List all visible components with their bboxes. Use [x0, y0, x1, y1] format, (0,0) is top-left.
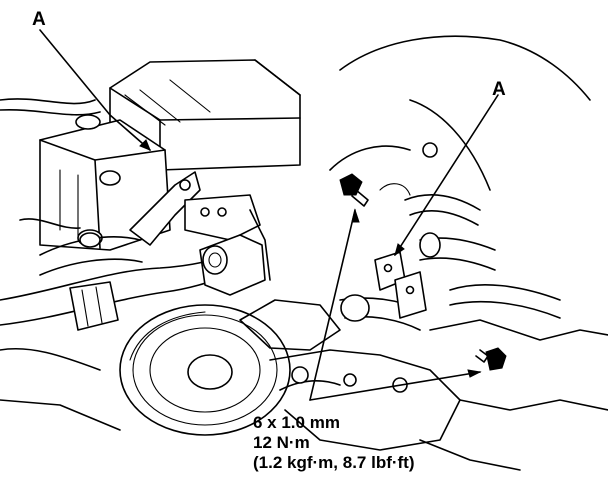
torque-alt: (1.2 kgf·m, 8.7 lbf·ft): [253, 453, 415, 472]
bolt-upper: [339, 173, 369, 207]
leader-a-right: [394, 94, 499, 256]
engine-block: [0, 299, 608, 471]
leader-bolt-upper: [309, 209, 356, 401]
compressor-pulley: [119, 304, 291, 436]
right-hoses: [339, 194, 561, 331]
bolt-lower: [475, 347, 507, 371]
harness: [0, 98, 101, 229]
callout-label-a-left: A: [32, 9, 46, 30]
leader-lines: [39, 29, 499, 401]
hose-fitting-center: [199, 209, 271, 296]
engine-cover-right: [329, 35, 591, 196]
bracket-a-left: [129, 171, 261, 246]
bracket-a-right: [374, 251, 427, 319]
torque-nm: 12 N·m: [253, 433, 310, 452]
callout-label-a-right: A: [492, 79, 506, 100]
ac-hose: [0, 232, 246, 331]
leader-a-left: [39, 29, 151, 151]
bolt-size: 6 x 1.0 mm: [253, 413, 340, 432]
leader-bolt-lower: [309, 371, 481, 401]
torque-spec: 6 x 1.0 mm 12 N·m (1.2 kgf·m, 8.7 lbf·ft…: [253, 413, 415, 473]
